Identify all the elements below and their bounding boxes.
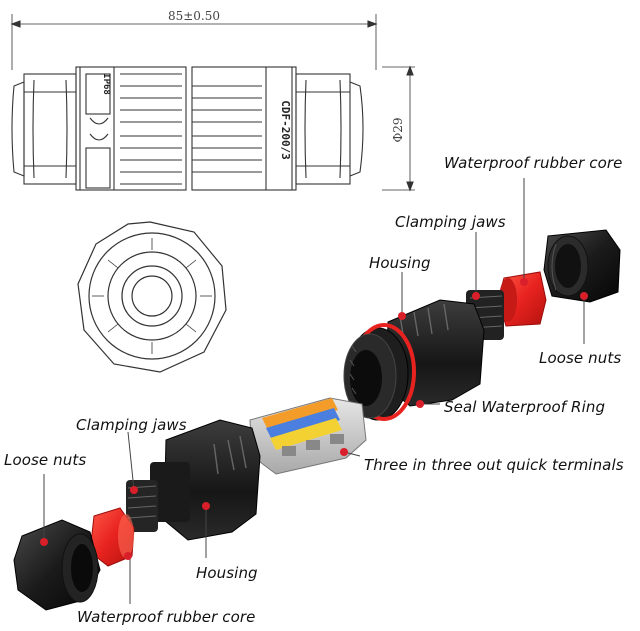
loose-nut-right (543, 229, 621, 303)
housing-left (150, 419, 261, 541)
side-view-drawing (10, 14, 415, 192)
marker-dot (416, 400, 424, 408)
end-view-drawing (77, 221, 227, 373)
rubber-core-left (89, 507, 135, 567)
label-quick-terminals: Three in three out quick terminals (364, 456, 624, 474)
diameter-dimension: Φ29 (391, 117, 405, 142)
housing-right (343, 299, 485, 421)
marker-dots (40, 278, 588, 560)
label-clamping-jaws-top: Clamping jaws (395, 213, 506, 231)
label-seal-ring: Seal Waterproof Ring (444, 398, 606, 416)
marker-dot (580, 292, 588, 300)
marker-dot (472, 292, 480, 300)
label-loose-nuts-left: Loose nuts (4, 451, 87, 469)
quick-terminal-block (249, 397, 367, 475)
label-housing-bottom: Housing (196, 564, 258, 582)
label-waterproof-core-top: Waterproof rubber core (444, 154, 623, 172)
model-code-marking: CDF-200/3 (279, 100, 292, 160)
label-waterproof-core-bottom: Waterproof rubber core (77, 608, 256, 626)
label-housing-top: Housing (369, 254, 431, 272)
loose-nut-left (13, 519, 101, 611)
label-loose-nuts-right: Loose nuts (539, 349, 622, 367)
ip-rating-marking: IP68 (101, 73, 111, 95)
length-dimension: 85±0.50 (168, 9, 220, 23)
marker-dot (40, 538, 48, 546)
marker-dot (124, 552, 132, 560)
label-clamping-jaws-left: Clamping jaws (76, 416, 187, 434)
marker-dot (398, 312, 406, 320)
marker-dot (202, 502, 210, 510)
marker-dot (130, 486, 138, 494)
marker-dot (340, 448, 348, 456)
leader-lines (43, 178, 585, 604)
marker-dot (520, 278, 528, 286)
